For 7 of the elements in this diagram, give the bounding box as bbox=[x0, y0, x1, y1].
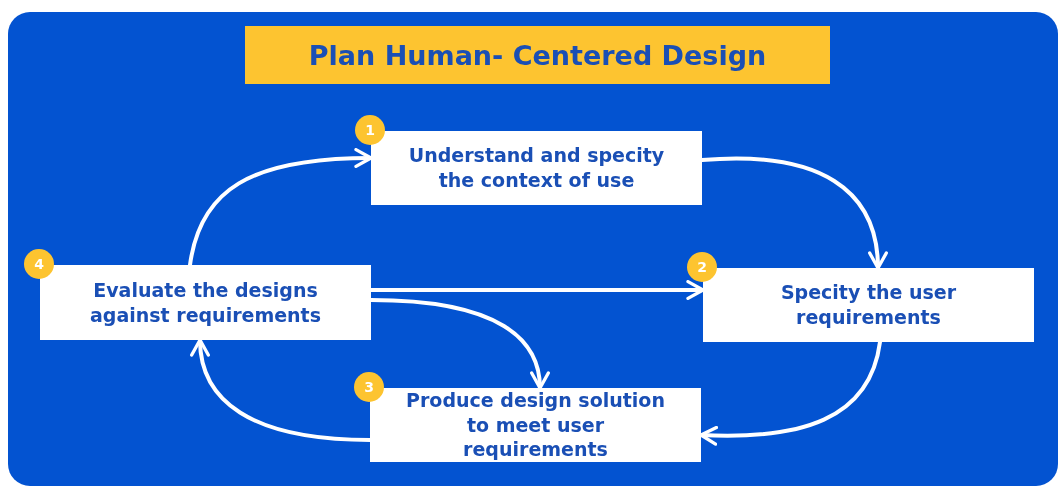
arrow bbox=[188, 148, 373, 267]
step-text: Understand and specity the context of use bbox=[407, 143, 666, 193]
step-text: Specity the user requirements bbox=[779, 280, 958, 330]
title-banner: Plan Human- Centered Design bbox=[245, 26, 830, 84]
step-text: Produce design solution to meet user requirements bbox=[405, 387, 666, 463]
step-text: Evaluate the designs against requirements bbox=[88, 277, 322, 328]
arrow bbox=[191, 338, 372, 442]
